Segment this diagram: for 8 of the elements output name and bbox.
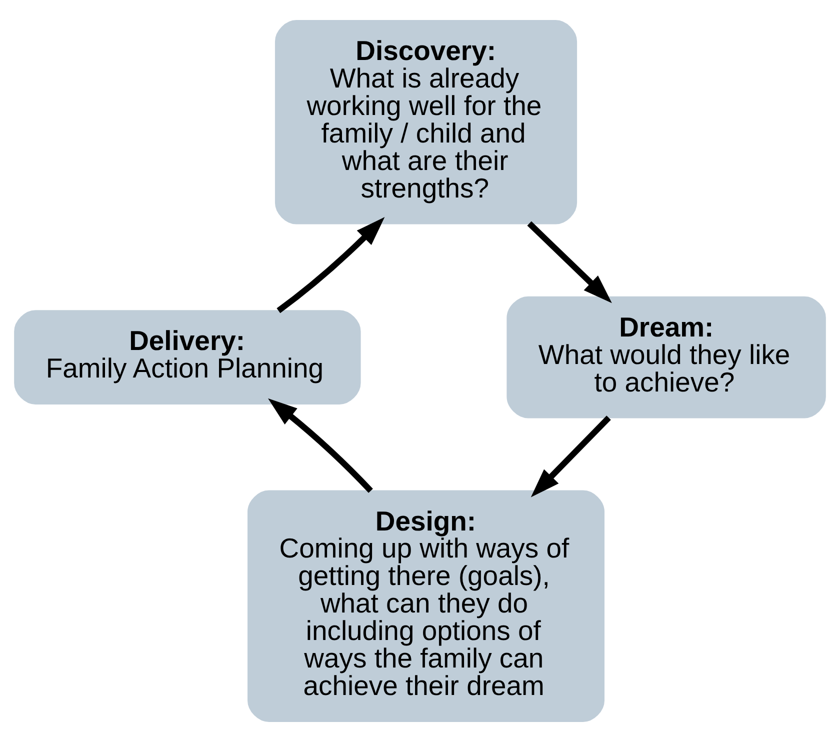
arrow (530, 416, 611, 498)
arrow (268, 398, 373, 493)
node-box: Delivery: Family Action Planning (14, 310, 361, 404)
node-box: Discovery: What is already working well for the family / child and what are their strengths? (274, 20, 578, 224)
node-box: Dream: What would they like to achieve? (506, 296, 826, 418)
arrow (527, 221, 612, 304)
node-box: Design: Coming up with ways of getting there (goals), what can they do including options of ways the family can achieve their dream (248, 490, 604, 722)
arrow (276, 217, 385, 314)
